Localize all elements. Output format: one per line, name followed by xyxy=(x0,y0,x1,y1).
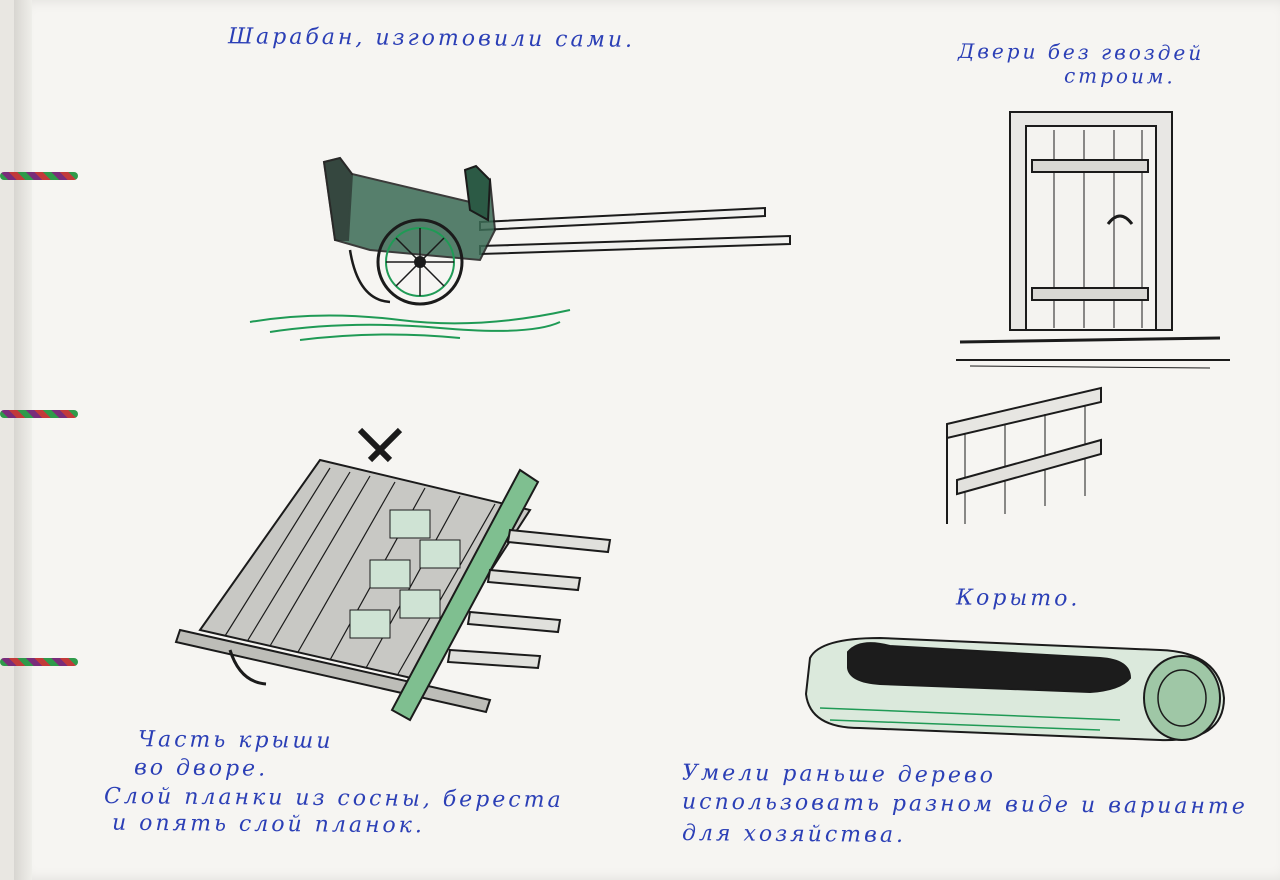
caption-doors-line1: Двери без гвоздей xyxy=(957,38,1205,66)
caption-doors-line2: строим. xyxy=(1063,63,1176,89)
door-drawing xyxy=(956,111,1230,369)
caption-wood-line2: использовать разном виде и варианте xyxy=(681,789,1248,820)
cart-drawing xyxy=(249,156,791,341)
trough-drawing xyxy=(804,636,1226,742)
caption-trough: Корыто. xyxy=(955,585,1081,612)
binding-thread xyxy=(0,658,78,666)
binding-thread xyxy=(0,410,78,418)
caption-sharaban: Шарабан, изготовили сами. xyxy=(227,24,636,53)
door-detail-drawing xyxy=(946,386,1102,524)
roof-drawing xyxy=(174,427,612,722)
caption-wood-line1: Умели раньше дерево xyxy=(681,760,997,789)
caption-roof-line4: и опять слой планок. xyxy=(111,810,425,839)
caption-wood-line3: для хозяйства. xyxy=(681,821,907,848)
caption-roof-line2: во дворе. xyxy=(133,755,269,782)
binding-thread xyxy=(0,172,78,180)
binding-edge xyxy=(14,0,32,880)
caption-roof-line3: Слой планки из сосны, береста xyxy=(103,783,564,814)
